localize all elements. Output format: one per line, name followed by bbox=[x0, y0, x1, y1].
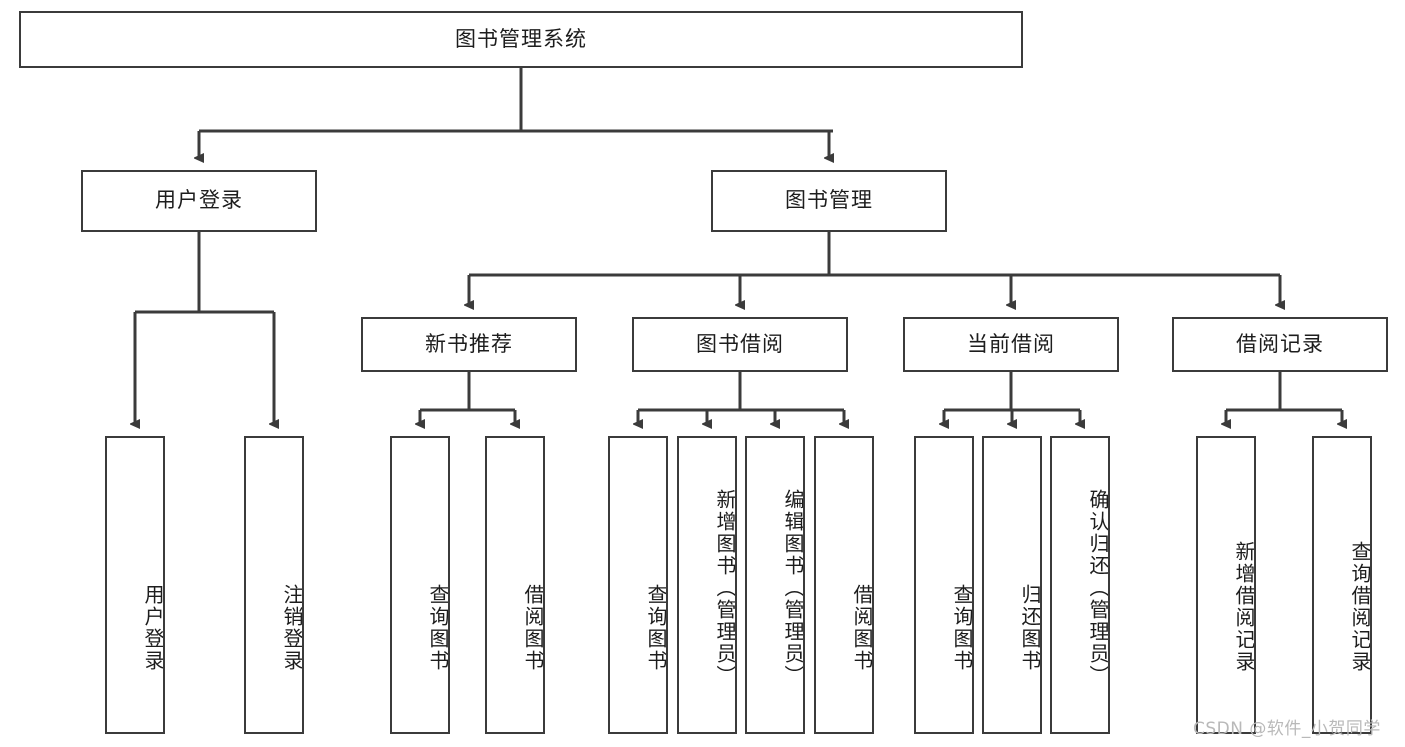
node-leaf-query-record-label: 查询借阅记录 bbox=[1348, 541, 1372, 673]
node-book-manage-label: 图书管理 bbox=[785, 188, 873, 213]
node-root[interactable]: 图书管理系统 bbox=[19, 11, 1023, 68]
node-leaf-add-book-label: 新增图书（管理员） bbox=[713, 489, 737, 687]
node-leaf-borrow-book-1[interactable]: 借阅图书 bbox=[485, 436, 545, 734]
node-leaf-query-record[interactable]: 查询借阅记录 bbox=[1312, 436, 1372, 734]
node-leaf-return-book[interactable]: 归还图书 bbox=[982, 436, 1042, 734]
node-borrow-record-label: 借阅记录 bbox=[1236, 331, 1324, 356]
node-borrow-record[interactable]: 借阅记录 bbox=[1172, 317, 1388, 372]
node-new-book-rec[interactable]: 新书推荐 bbox=[361, 317, 577, 372]
node-leaf-query-book-1[interactable]: 查询图书 bbox=[390, 436, 450, 734]
node-leaf-borrow-book-1-label: 借阅图书 bbox=[521, 584, 545, 672]
node-user-login-label: 用户登录 bbox=[155, 188, 243, 213]
node-leaf-add-book[interactable]: 新增图书（管理员） bbox=[677, 436, 737, 734]
node-current-borrow[interactable]: 当前借阅 bbox=[903, 317, 1119, 372]
node-leaf-query-book-3[interactable]: 查询图书 bbox=[914, 436, 974, 734]
node-leaf-edit-book-label: 编辑图书（管理员） bbox=[781, 489, 805, 687]
node-leaf-query-book-2-label: 查询图书 bbox=[644, 584, 668, 672]
node-leaf-query-book-2[interactable]: 查询图书 bbox=[608, 436, 668, 734]
node-leaf-logout[interactable]: 注销登录 bbox=[244, 436, 304, 734]
node-leaf-user-login-label: 用户登录 bbox=[141, 584, 165, 672]
node-leaf-return-book-label: 归还图书 bbox=[1018, 584, 1042, 672]
node-leaf-user-login[interactable]: 用户登录 bbox=[105, 436, 165, 734]
node-leaf-query-book-3-label: 查询图书 bbox=[950, 584, 974, 672]
node-current-borrow-label: 当前借阅 bbox=[967, 331, 1055, 356]
node-leaf-confirm-return-label: 确认归还（管理员） bbox=[1086, 489, 1110, 687]
node-leaf-confirm-return[interactable]: 确认归还（管理员） bbox=[1050, 436, 1110, 734]
node-leaf-logout-label: 注销登录 bbox=[280, 584, 304, 672]
node-book-borrow[interactable]: 图书借阅 bbox=[632, 317, 848, 372]
node-new-book-rec-label: 新书推荐 bbox=[425, 331, 513, 356]
node-leaf-edit-book[interactable]: 编辑图书（管理员） bbox=[745, 436, 805, 734]
csdn-watermark: CSDN @软件_小贺同学 bbox=[1193, 719, 1381, 739]
node-book-manage[interactable]: 图书管理 bbox=[711, 170, 947, 232]
node-leaf-borrow-book-2-label: 借阅图书 bbox=[850, 584, 874, 672]
node-leaf-borrow-book-2[interactable]: 借阅图书 bbox=[814, 436, 874, 734]
node-leaf-add-record[interactable]: 新增借阅记录 bbox=[1196, 436, 1256, 734]
node-root-label: 图书管理系统 bbox=[455, 26, 587, 51]
node-user-login[interactable]: 用户登录 bbox=[81, 170, 317, 232]
node-book-borrow-label: 图书借阅 bbox=[696, 331, 784, 356]
node-leaf-add-record-label: 新增借阅记录 bbox=[1232, 541, 1256, 673]
node-leaf-query-book-1-label: 查询图书 bbox=[426, 584, 450, 672]
